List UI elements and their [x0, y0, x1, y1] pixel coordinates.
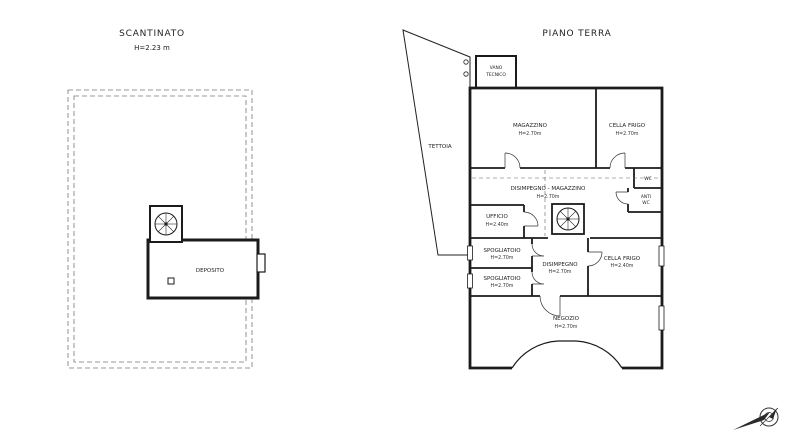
ground-plan-title: PIANO TERRA [542, 29, 611, 39]
basement-deposito-walls [146, 205, 266, 300]
room-height-ufficio: H=2.40m [486, 222, 509, 228]
building-perimeter-walls [468, 86, 664, 370]
room-height-spogliatoio-2: H=2.70m [491, 283, 514, 289]
basement-property-boundary [67, 89, 253, 369]
room-height-negozio: H=2.70m [555, 324, 578, 330]
pillar-marker [167, 277, 175, 285]
room-label-vano-tecnico: VANO [490, 65, 503, 71]
room-label-spogliatoio-1: SPOGLIATOIO [483, 248, 521, 254]
tettoia-outline [402, 29, 471, 256]
room-label-disimpegno: DISIMPEGNO [542, 262, 578, 268]
room-label-wc: WC [644, 176, 651, 182]
basement-plan: SCANTINATO H=2.23 m DEPOSITO [67, 29, 266, 369]
column-markers [463, 59, 469, 77]
window-openings [467, 245, 665, 331]
room-height-spogliatoio-1: H=2.70m [491, 255, 514, 261]
room-height-disimpegno: H=2.70m [549, 269, 572, 275]
room-height-cella-frigo-2: H=2.40m [611, 263, 634, 269]
room-height-cella-frigo-1: H=2.70m [616, 131, 639, 137]
door-swings [504, 152, 629, 317]
basement-height-note: H=2.23 m [134, 44, 170, 52]
room-label-deposito: DEPOSITO [196, 268, 225, 274]
room-height-disimpegno-magazzino: H=2.70m [537, 194, 560, 200]
shop-front-bow-entrance [511, 340, 623, 369]
room-label-magazzino: MAGAZZINO [513, 123, 548, 129]
room-label-anti-wc-2: WC [642, 200, 649, 206]
basement-plan-title: SCANTINATO [119, 29, 185, 39]
room-label-spogliatoio-2: SPOGLIATOIO [483, 276, 521, 282]
vano-tecnico-walls [475, 55, 517, 89]
ground-floor-plan: PIANO TERRA [402, 29, 665, 370]
room-label-cella-frigo-1: CELLA FRIGO [609, 123, 646, 129]
room-label-anti-wc: ANTI [641, 194, 651, 200]
basement-window-niche [256, 253, 266, 273]
room-label-cella-frigo-2: CELLA FRIGO [604, 256, 641, 262]
spiral-staircase [154, 212, 178, 236]
room-height-magazzino: H=2.70m [519, 131, 542, 137]
spiral-staircase [556, 207, 580, 231]
room-label-disimpegno-magazzino: DISIMPEGNO - MAGAZZINO [511, 186, 586, 192]
room-label-tettoia: TETTOIA [427, 144, 451, 150]
room-label-vano-tecnico-2: TECNICO [485, 72, 506, 78]
room-label-negozio: NEGOZIO [553, 316, 580, 322]
north-compass-icon [733, 407, 779, 430]
room-label-ufficio: UFFICIO [486, 214, 508, 220]
dashed-reference-lines [472, 170, 660, 236]
